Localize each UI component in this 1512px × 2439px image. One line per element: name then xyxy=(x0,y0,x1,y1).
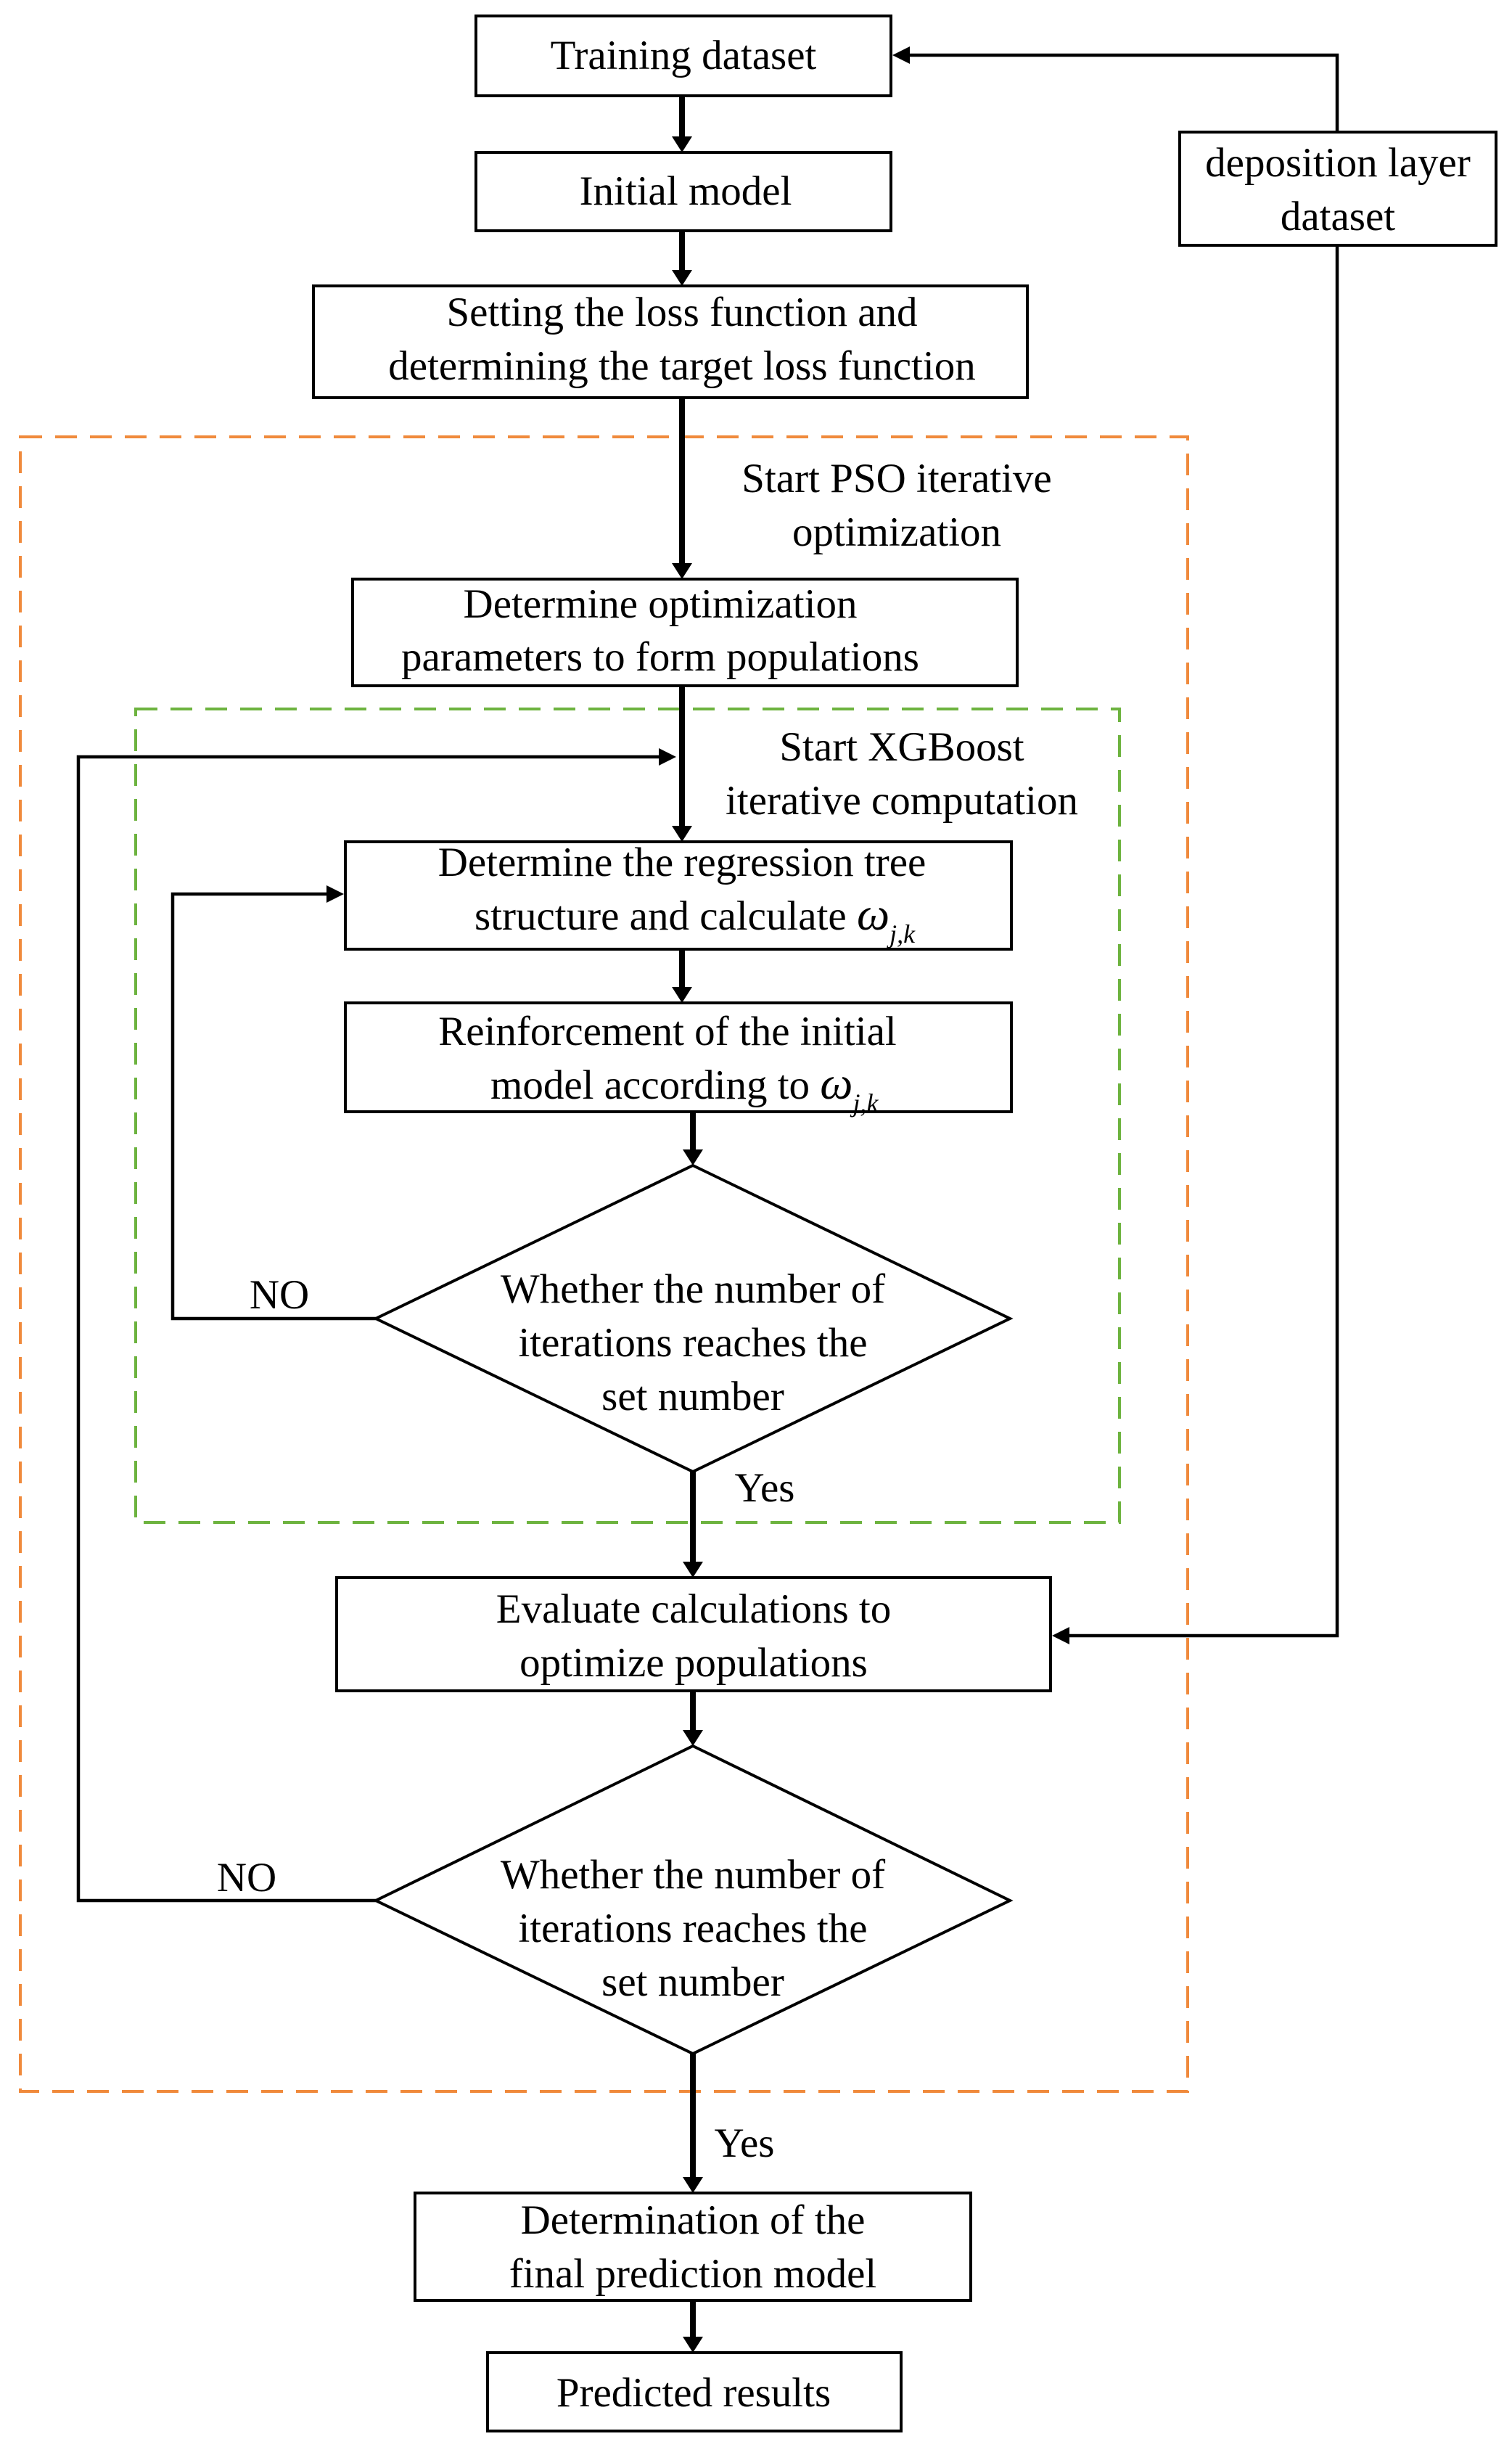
loss-function-line-2: determining the target loss function xyxy=(388,343,975,389)
inner-yes-label: Yes xyxy=(735,1465,795,1511)
outer-decision-line-3: set number xyxy=(601,1959,784,2005)
reinforcement-line-2-text: model according to xyxy=(490,1062,820,1108)
parameters-line-2: parameters to form populations xyxy=(401,634,919,680)
xgboost-start-line-1: Start XGBoost xyxy=(779,724,1024,770)
outer-yes-label: Yes xyxy=(715,2120,775,2166)
initial-model-node: Initial model xyxy=(474,151,892,232)
regression-tree-node: Determine the regression tree structure … xyxy=(344,840,1013,951)
parameters-line-1: Determine optimization xyxy=(464,581,858,627)
evaluate-node: Evaluate calculations to optimize popula… xyxy=(335,1576,1052,1692)
omega-subscript: j,k xyxy=(887,919,916,948)
final-model-node: Determination of the final prediction mo… xyxy=(414,2192,972,2302)
inner-no-loop xyxy=(170,892,376,1321)
reinforcement-node: Reinforcement of the initial model accor… xyxy=(344,1001,1013,1118)
evaluate-line-1: Evaluate calculations to xyxy=(496,1586,891,1632)
omega-subscript: j,k xyxy=(850,1089,879,1118)
training-dataset-label: Training dataset xyxy=(551,33,817,78)
pso-start-line-2: optimization xyxy=(792,509,1001,555)
outer-decision-line-1: Whether the number of xyxy=(501,1852,885,1898)
regression-tree-line-1: Determine the regression tree xyxy=(438,840,926,885)
determine-parameters-node: Determine optimization parameters to for… xyxy=(351,578,1019,687)
training-dataset-node: Training dataset xyxy=(474,15,892,97)
loss-function-line-1: Setting the loss function and xyxy=(446,290,917,335)
evaluate-line-2: optimize populations xyxy=(519,1640,868,1686)
predicted-results-label: Predicted results xyxy=(556,2370,831,2416)
outer-decision-line-2: iterations reaches the xyxy=(518,1906,867,1951)
omega-symbol: ω xyxy=(857,888,889,940)
outer-no-loop xyxy=(76,755,662,1903)
reinforcement-line-2: model according to ωj,k xyxy=(490,1057,879,1118)
regression-tree-line-2-text: structure and calculate xyxy=(474,893,857,939)
deposition-to-training xyxy=(907,53,1339,132)
deposition-layer-dataset-node: deposition layer dataset xyxy=(1178,131,1497,247)
predicted-results-node: Predicted results xyxy=(486,2351,903,2432)
final-model-line-1: Determination of the xyxy=(521,2197,866,2243)
deposition-to-evaluate xyxy=(1067,245,1339,1638)
initial-model-label: Initial model xyxy=(580,168,792,214)
omega-symbol: ω xyxy=(820,1057,852,1109)
inner-decision-line-2: iterations reaches the xyxy=(518,1320,867,1366)
inner-decision-line-1: Whether the number of xyxy=(501,1266,885,1312)
pso-region xyxy=(19,435,1189,2093)
regression-tree-line-2: structure and calculate ωj,k xyxy=(474,888,916,948)
deposition-line-2: dataset xyxy=(1281,194,1395,239)
xgboost-start-line-2: iterative computation xyxy=(726,778,1078,824)
inner-decision-node: Whether the number of iterations reaches… xyxy=(372,1163,1014,1474)
inner-decision-line-3: set number xyxy=(601,1374,784,1419)
inner-no-label: NO xyxy=(250,1272,309,1318)
final-model-line-2: final prediction model xyxy=(509,2251,877,2297)
xgboost-region xyxy=(134,708,1121,1524)
outer-no-label: NO xyxy=(217,1855,276,1901)
deposition-line-1: deposition layer xyxy=(1205,140,1471,186)
outer-decision-node: Whether the number of iterations reaches… xyxy=(372,1744,1014,2056)
pso-start-line-1: Start PSO iterative xyxy=(741,456,1051,501)
connectors xyxy=(76,46,1339,2353)
reinforcement-line-1: Reinforcement of the initial xyxy=(438,1009,897,1054)
loss-function-node: Setting the loss function and determinin… xyxy=(312,284,1029,399)
